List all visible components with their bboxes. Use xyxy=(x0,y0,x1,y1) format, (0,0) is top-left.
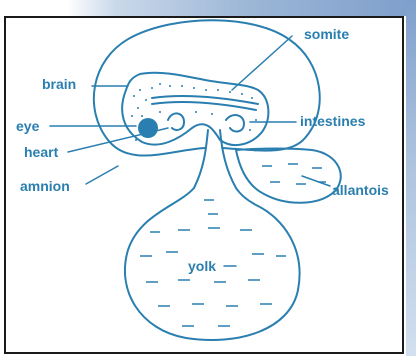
leader-allantois xyxy=(302,176,330,186)
label-heart: heart xyxy=(24,144,58,160)
label-eye: eye xyxy=(16,118,39,134)
heart-loop xyxy=(168,113,184,130)
label-amnion: amnion xyxy=(20,178,70,194)
eye-mark xyxy=(138,118,158,138)
label-intestines: intestines xyxy=(300,113,365,129)
leader-amnion xyxy=(86,166,118,184)
leader-somite xyxy=(232,36,292,90)
label-allantois: allantois xyxy=(332,182,389,198)
yolk-stalk-left xyxy=(194,130,208,188)
yolk-stalk-right xyxy=(220,130,236,188)
label-brain: brain xyxy=(42,76,76,92)
label-somite: somite xyxy=(304,26,349,42)
allantois-outline xyxy=(236,149,341,203)
intestine-loop xyxy=(226,115,244,131)
somite-line-2 xyxy=(152,102,256,110)
label-yolk: yolk xyxy=(188,258,216,274)
